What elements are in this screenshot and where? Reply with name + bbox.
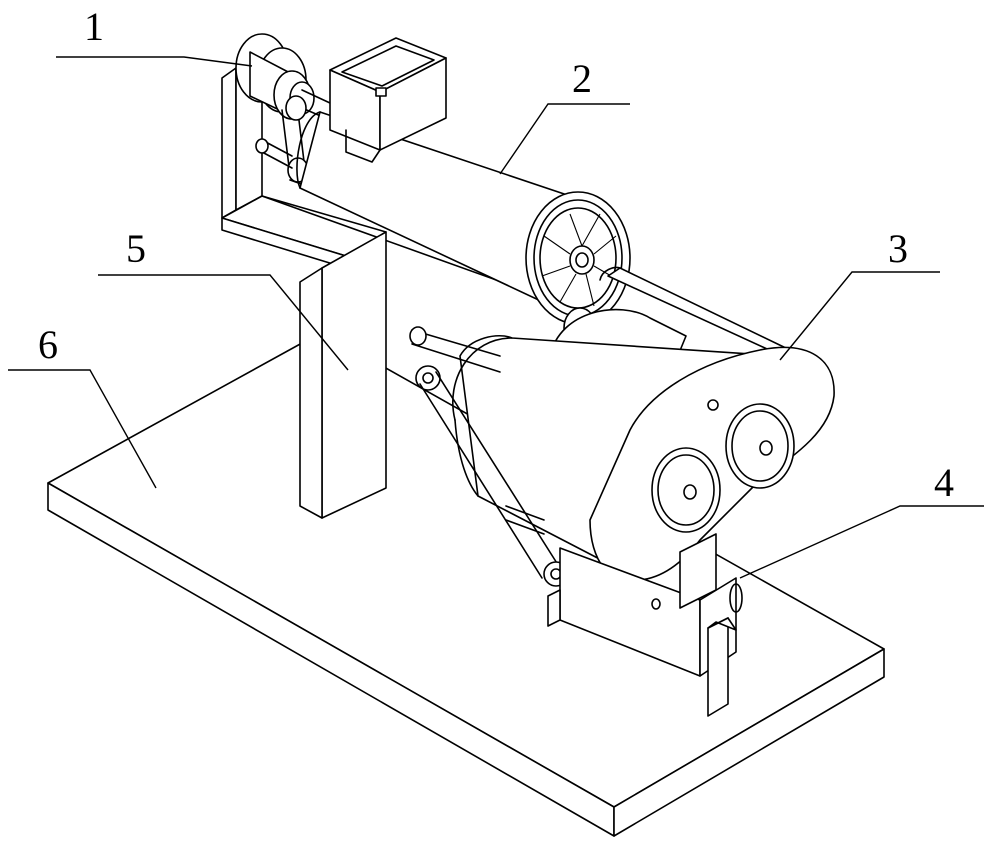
callout-5: 5 bbox=[126, 226, 146, 271]
callout-6: 6 bbox=[38, 322, 58, 367]
callout-labels: 1 2 3 4 5 6 bbox=[38, 4, 954, 505]
upright-post bbox=[299, 231, 387, 519]
callout-2: 2 bbox=[572, 56, 592, 101]
rear-frame bbox=[221, 67, 553, 301]
upper-gear bbox=[525, 191, 631, 325]
front-support bbox=[547, 533, 743, 717]
leader-lines bbox=[8, 56, 984, 579]
callout-4: 4 bbox=[934, 460, 954, 505]
callout-1: 1 bbox=[84, 4, 104, 49]
callout-3: 3 bbox=[888, 226, 908, 271]
base-plate bbox=[47, 331, 885, 837]
motor bbox=[235, 33, 331, 183]
